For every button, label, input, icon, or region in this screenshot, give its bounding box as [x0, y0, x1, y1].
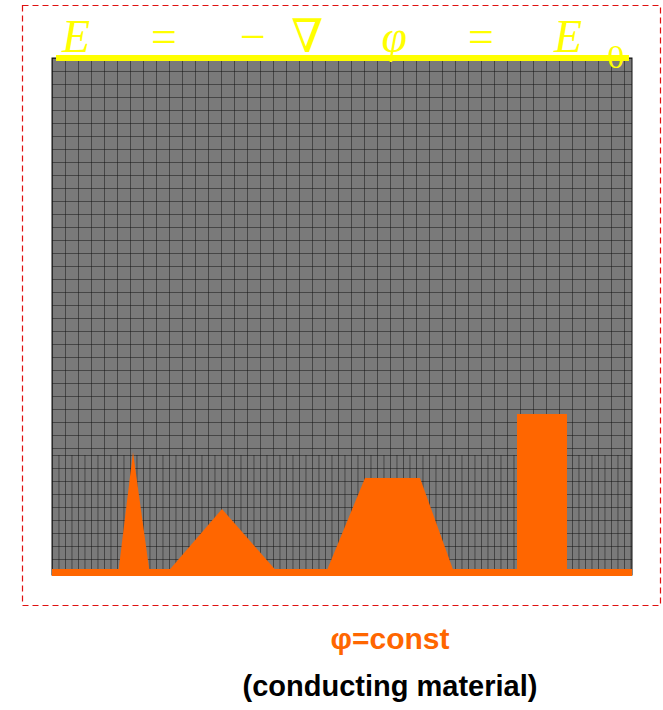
potential-label: φ=const [331, 624, 450, 654]
mesh-border [52, 58, 632, 575]
mesh-grid [52, 58, 632, 575]
material-label: (conducting material) [243, 672, 538, 701]
boundary-dashed [23, 6, 661, 606]
equation-subscript: 0 [607, 40, 624, 74]
conductor [52, 414, 632, 576]
field-equation: E = −∇ φ = E [62, 14, 605, 60]
